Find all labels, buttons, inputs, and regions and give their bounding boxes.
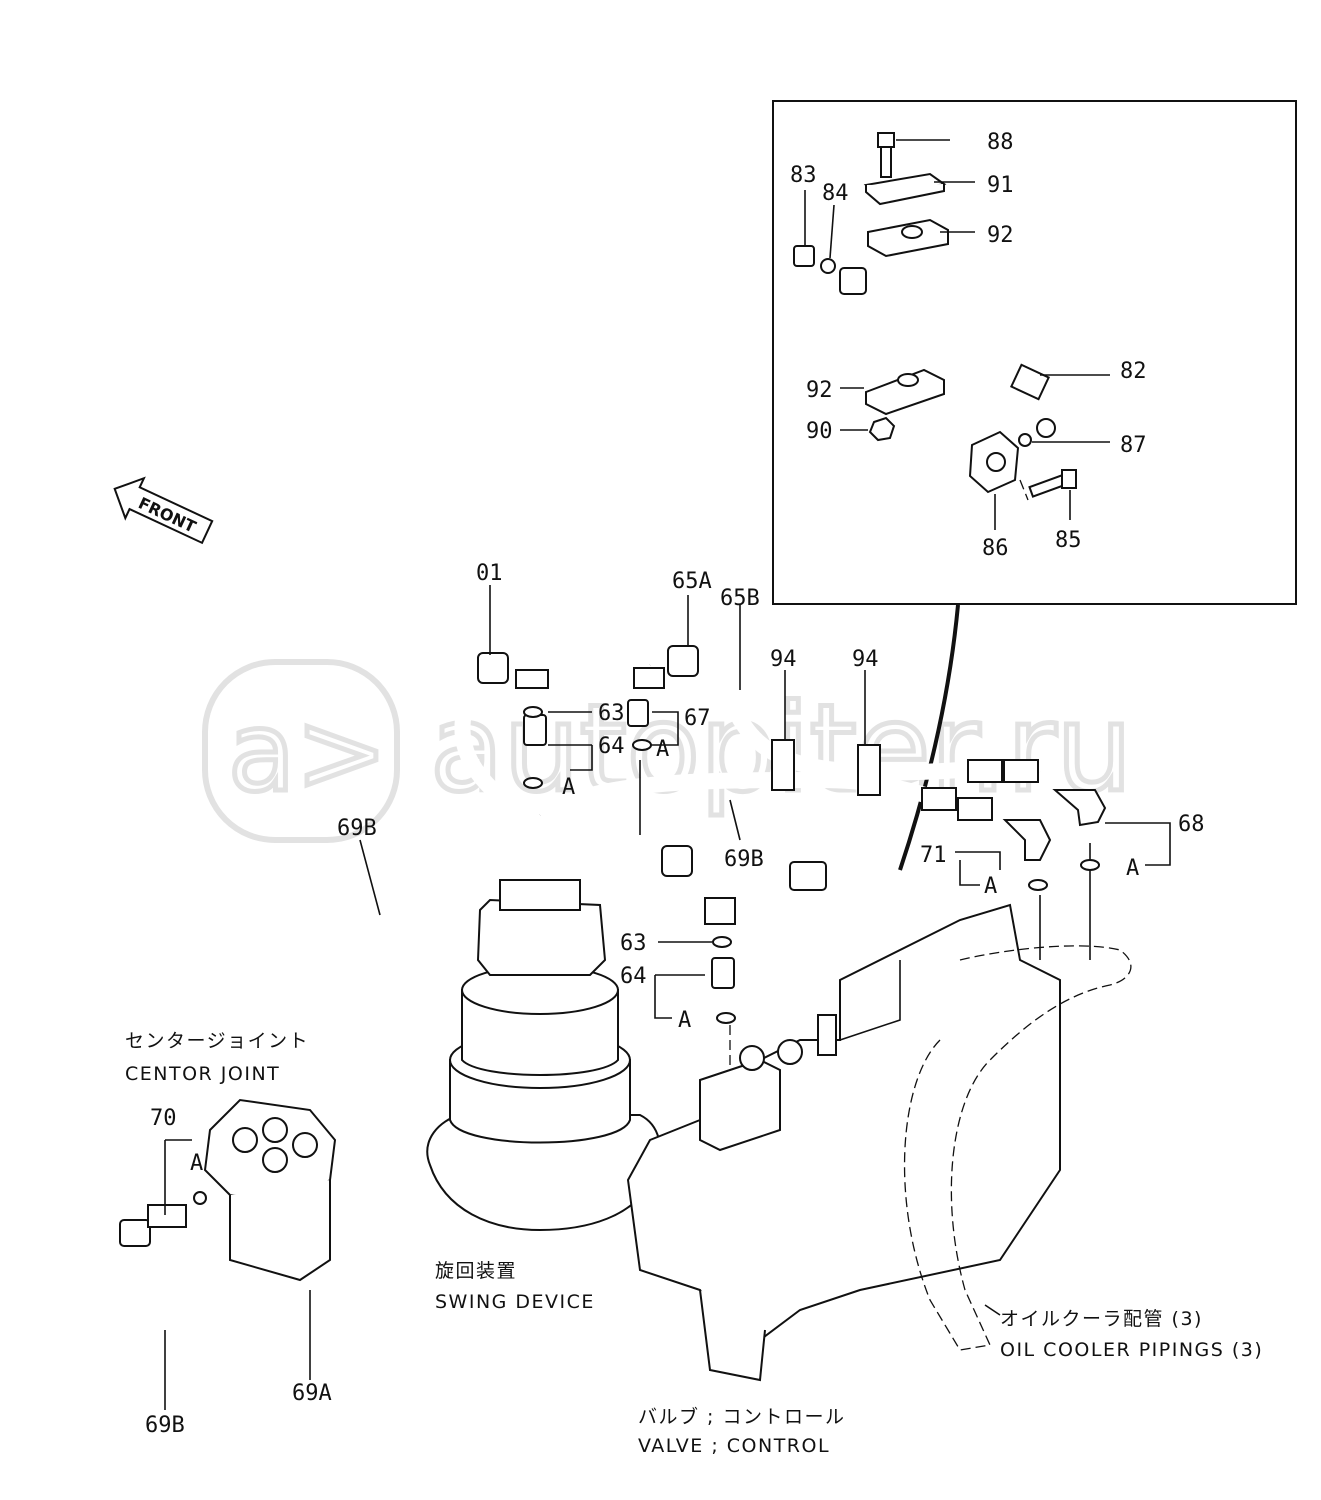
o-rings (523, 706, 1100, 1024)
caption-center-joint-jp: センタージョイント (125, 1030, 309, 1052)
inset-leader-line (898, 604, 960, 871)
label-83: 83 (790, 163, 817, 188)
label-69B-left: 69B (337, 816, 377, 841)
label-65B: 65B (720, 586, 760, 611)
caption-valve-en: VALVE ; CONTROL (638, 1435, 830, 1457)
label-85: 85 (1055, 528, 1082, 553)
label-68: 68 (1178, 812, 1205, 837)
label-A-1: A (562, 775, 575, 800)
label-69B-mid: 69B (724, 847, 764, 872)
label-82: 82 (1120, 359, 1147, 384)
label-64-bottom: 64 (620, 964, 647, 989)
label-01: 01 (476, 561, 503, 586)
label-67: 67 (684, 706, 711, 731)
caption-oil-cooler-en: OIL COOLER PIPINGS (3) (1000, 1339, 1263, 1361)
detail-parts (793, 132, 1077, 498)
label-A-2: A (656, 737, 669, 762)
label-71: 71 (920, 843, 947, 868)
caption-swing-en: SWING DEVICE (435, 1291, 595, 1313)
label-94-left: 94 (770, 647, 797, 672)
label-A-5: A (678, 1008, 691, 1033)
svg-text:a>: a> (228, 688, 388, 816)
label-A-6: A (190, 1151, 203, 1176)
label-86: 86 (982, 536, 1009, 561)
label-70: 70 (150, 1106, 177, 1131)
control-valve (626, 903, 1061, 1382)
detail-leader-lines (804, 139, 1110, 530)
label-84: 84 (822, 181, 849, 206)
caption-oil-cooler-jp: オイルクーラ配管 (3) (1000, 1308, 1203, 1330)
label-92-top: 92 (987, 223, 1014, 248)
label-94-right: 94 (852, 647, 879, 672)
main-fittings (119, 645, 1107, 1247)
label-88: 88 (987, 130, 1014, 155)
main-leader-lines (164, 585, 1171, 1410)
front-arrow-icon: FRONT (113, 476, 214, 545)
center-joint (203, 1098, 337, 1282)
oil-cooler-pipe (903, 945, 1132, 1351)
label-69B-bottom: 69B (145, 1413, 185, 1438)
label-A-4: A (984, 874, 997, 899)
watermark-logo: a> (202, 659, 400, 843)
caption-swing-jp: 旋回装置 (435, 1260, 517, 1282)
label-65A: 65A (672, 569, 712, 594)
label-63-bottom: 63 (620, 931, 647, 956)
label-92-bottom: 92 (806, 378, 833, 403)
caption-valve-jp: バルブ ; コントロール (638, 1405, 845, 1428)
label-90: 90 (806, 419, 833, 444)
detail-inset-frame (772, 100, 1297, 605)
label-69A: 69A (292, 1381, 332, 1406)
label-A-3: A (1126, 856, 1139, 881)
label-91: 91 (987, 173, 1014, 198)
label-64-top: 64 (598, 734, 625, 759)
swing-device (426, 879, 661, 1232)
caption-center-joint-en: CENTOR JOINT (125, 1063, 280, 1085)
hose-clamps (771, 739, 881, 796)
label-87: 87 (1120, 433, 1147, 458)
label-63-top: 63 (598, 701, 625, 726)
